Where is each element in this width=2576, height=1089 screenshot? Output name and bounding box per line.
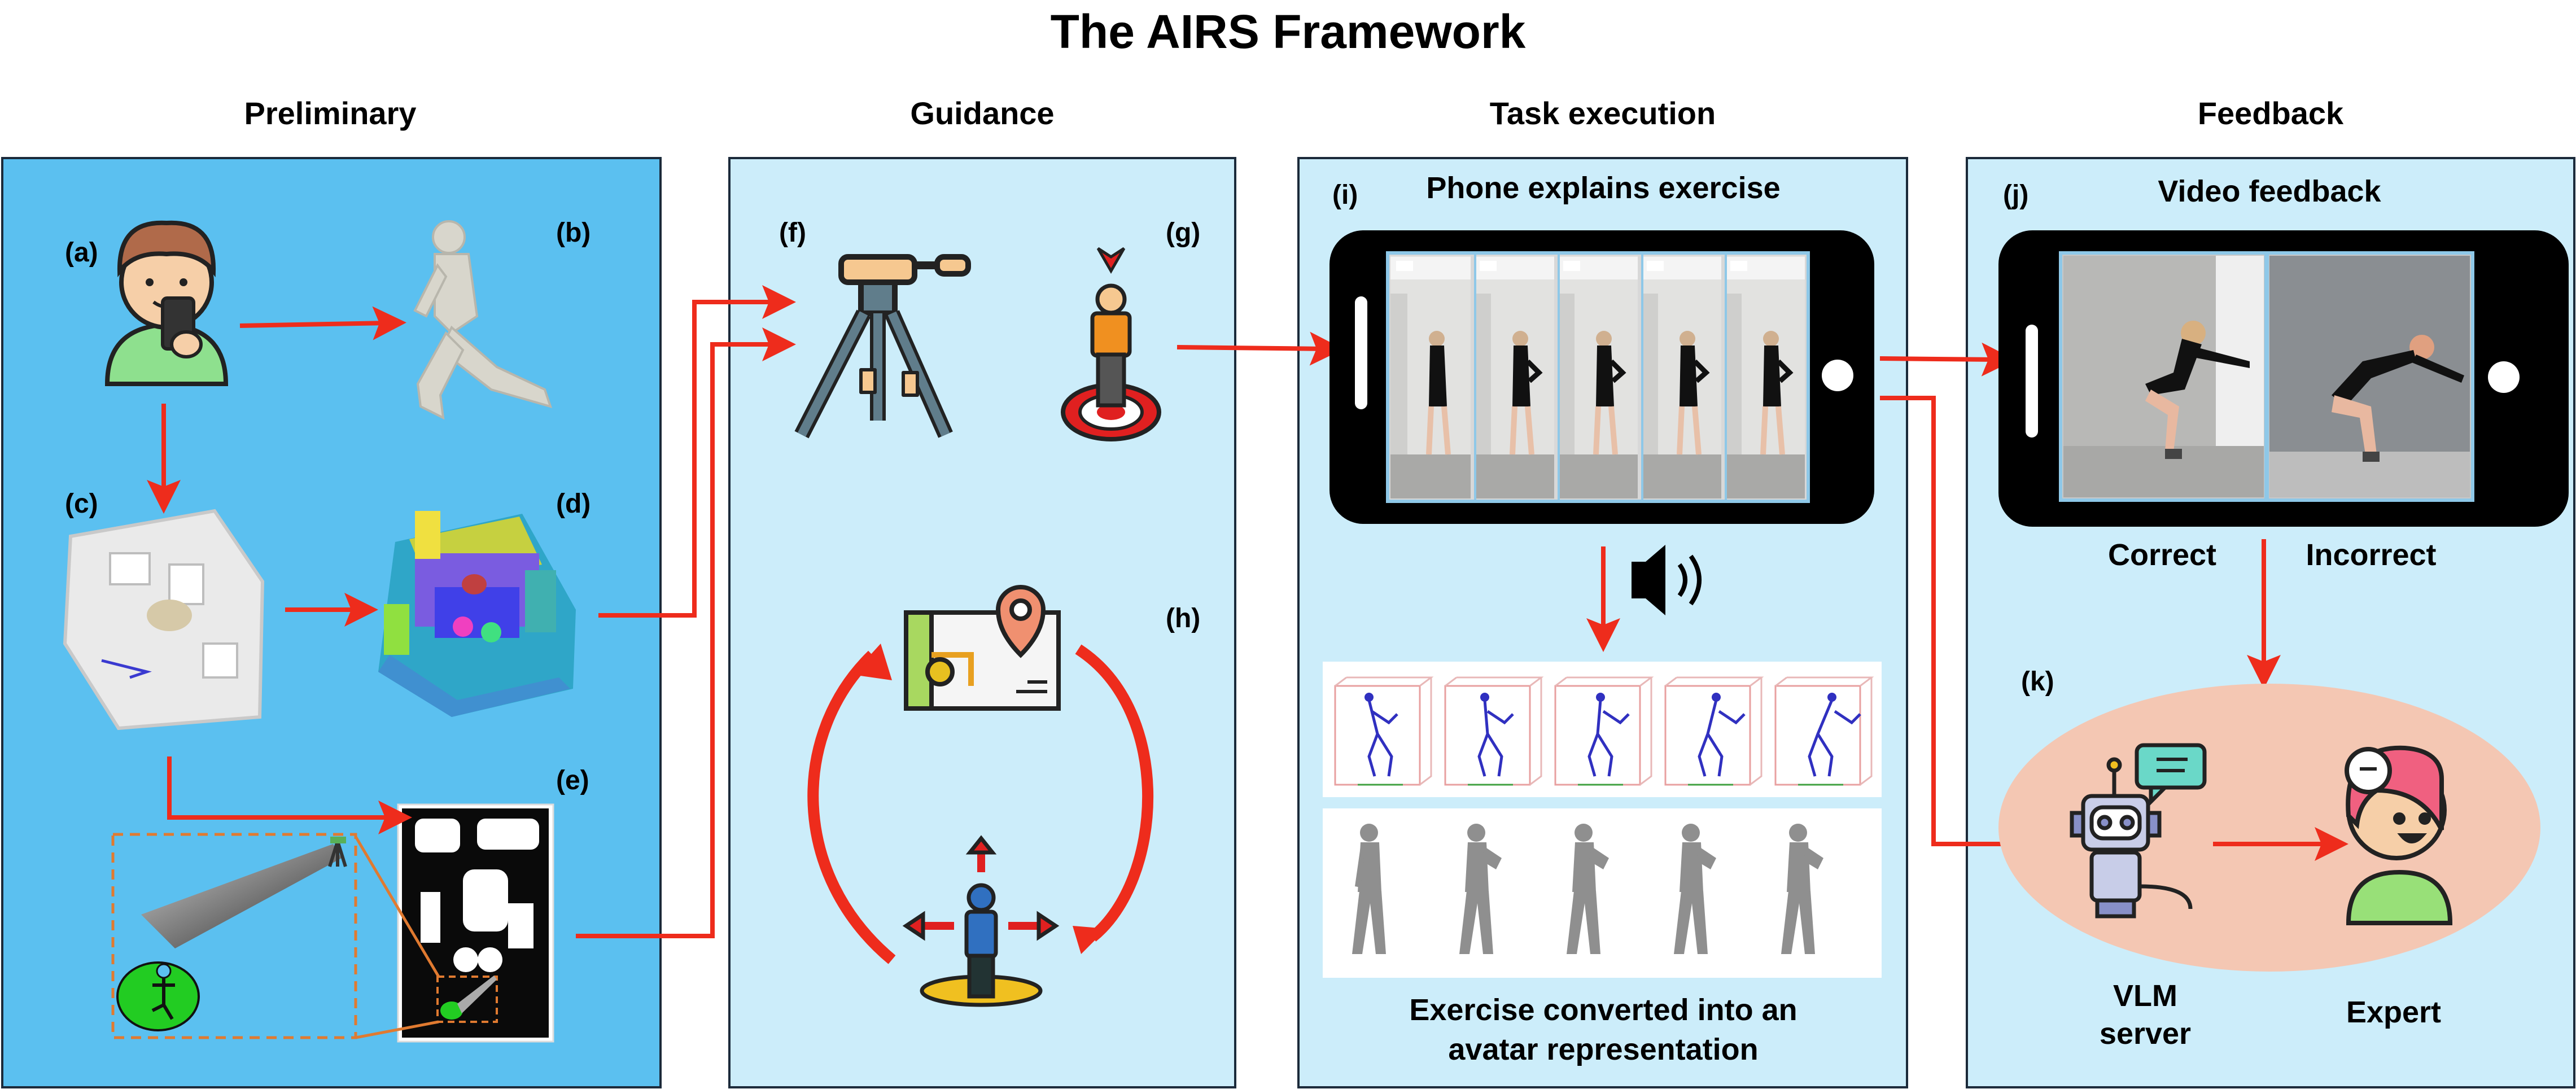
label-f: (f) (779, 218, 806, 248)
exercise-frame (1558, 253, 1638, 501)
robot-icon (2070, 743, 2207, 919)
task-to-feedback-arrows (1879, 342, 2069, 861)
avatar-poses (1352, 824, 1823, 954)
correct-label: Correct (2107, 538, 2217, 572)
viewing-cone-diagram (111, 833, 357, 1039)
skeleton-pose (1554, 676, 1654, 786)
column-heading-task-execution: Task execution (1489, 95, 1716, 131)
exercise-frame (1641, 253, 1721, 501)
exercise-frames (1390, 253, 1805, 501)
label-e: (e) (556, 766, 589, 795)
guidance-to-task-arrow (1177, 331, 1344, 366)
zoom-line-top (354, 836, 440, 978)
avatar-pose (1567, 824, 1609, 954)
cycle-arrowhead-right (1073, 926, 1107, 954)
avatar-caption-line2: avatar representation (1448, 1033, 1759, 1066)
column-heading-guidance: Guidance (910, 95, 1055, 131)
column-heading-feedback: Feedback (2197, 95, 2344, 131)
preliminary-to-guidance-arrows (576, 285, 796, 938)
label-a: (a) (65, 238, 98, 268)
label-c: (c) (65, 489, 98, 519)
segmented-room-image (378, 511, 576, 717)
label-i: (i) (1332, 180, 1358, 210)
occupancy-map-image (397, 803, 554, 1043)
preliminary-arrows (147, 306, 412, 834)
person-directions-icon (902, 835, 1060, 1007)
expert-icon (2345, 745, 2453, 925)
skeleton-pose (1444, 676, 1544, 786)
skeleton-pose (1334, 676, 1434, 786)
body-mesh-icon (413, 220, 553, 420)
incorrect-label: Incorrect (2306, 538, 2437, 572)
label-h: (h) (1166, 603, 1201, 633)
avatar-pose (1352, 824, 1386, 954)
phone-caption: Phone explains exercise (1426, 171, 1781, 205)
exercise-frame (1474, 253, 1554, 501)
skeleton-pose (1774, 676, 1874, 786)
skeleton-poses (1334, 676, 1874, 786)
label-k: (k) (2021, 667, 2054, 697)
skeleton-pose (1664, 676, 1764, 786)
label-g: (g) (1166, 218, 1201, 248)
person-with-phone-icon (104, 220, 229, 386)
avatar-pose (1674, 824, 1716, 954)
phone-feedback-video (1998, 230, 2569, 527)
label-b: (b) (556, 218, 591, 248)
video-feedback-caption: Video feedback (2158, 174, 2381, 208)
label-j: (j) (2003, 180, 2029, 210)
exercise-frame (1725, 253, 1805, 501)
person-on-target-icon (1061, 247, 1161, 441)
zoom-line-bottom (355, 1020, 439, 1039)
column-heading-preliminary: Preliminary (244, 95, 417, 131)
vlm-label-line2: server (2099, 1017, 2192, 1051)
figure-title: The AIRS Framework (1050, 5, 1526, 58)
label-d: (d) (556, 489, 591, 519)
vlm-label-line1: VLM (2113, 979, 2177, 1013)
speaker-icon (1632, 545, 1702, 615)
skeleton-strip (1323, 662, 1882, 797)
cycle-arrows (807, 644, 1154, 964)
avatar-pose (1781, 824, 1823, 954)
avatar-pose (1459, 824, 1502, 954)
avatar-caption-line1: Exercise converted into an (1409, 993, 1797, 1027)
map-pin-icon (904, 585, 1061, 711)
cycle-arrowhead-left (852, 644, 892, 680)
expert-label: Expert (2346, 995, 2442, 1029)
room-scan-image (63, 509, 265, 731)
tripod-icon (794, 254, 971, 439)
exercise-frame (1390, 256, 1471, 498)
